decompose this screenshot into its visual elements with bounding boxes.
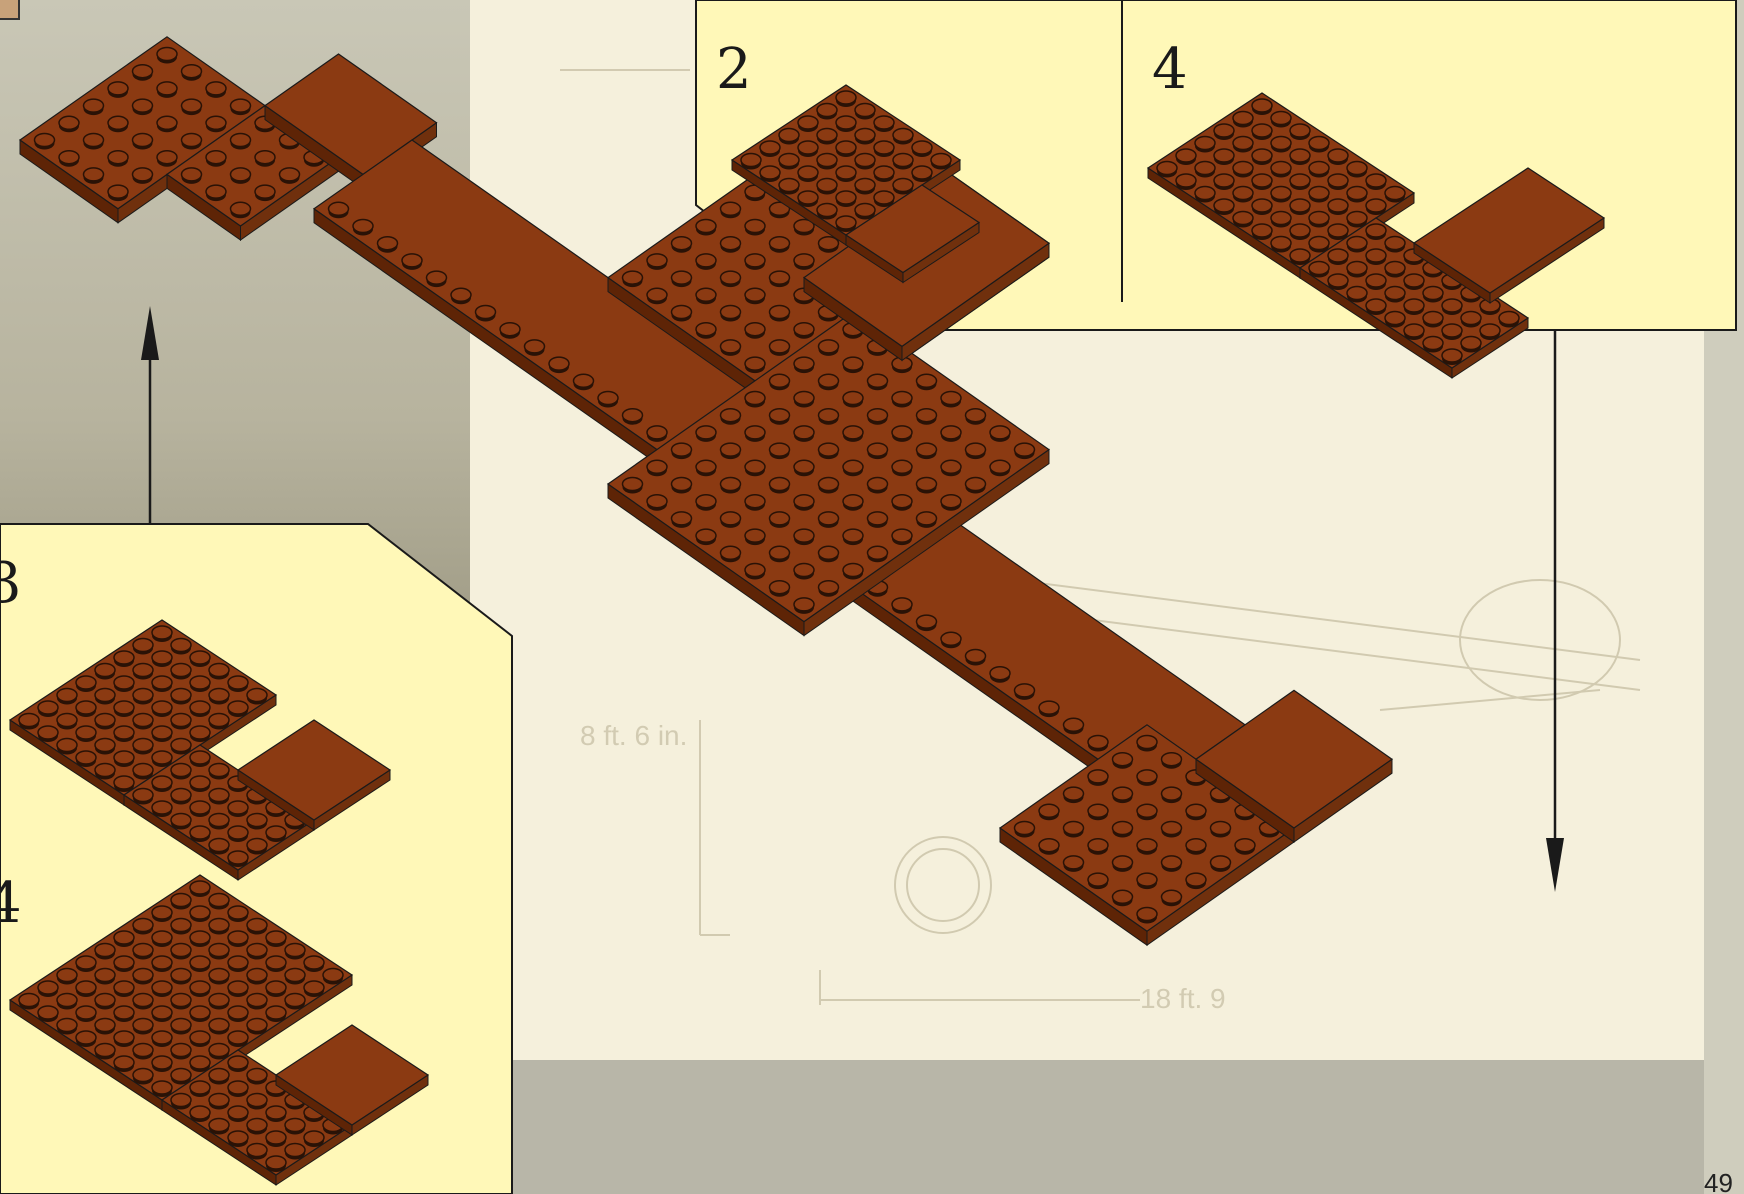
step-4-assembly <box>1148 93 1604 378</box>
step-3-assembly <box>10 620 390 880</box>
page-number: 49 <box>1704 1170 1733 1194</box>
step-4b-assembly <box>10 875 428 1185</box>
